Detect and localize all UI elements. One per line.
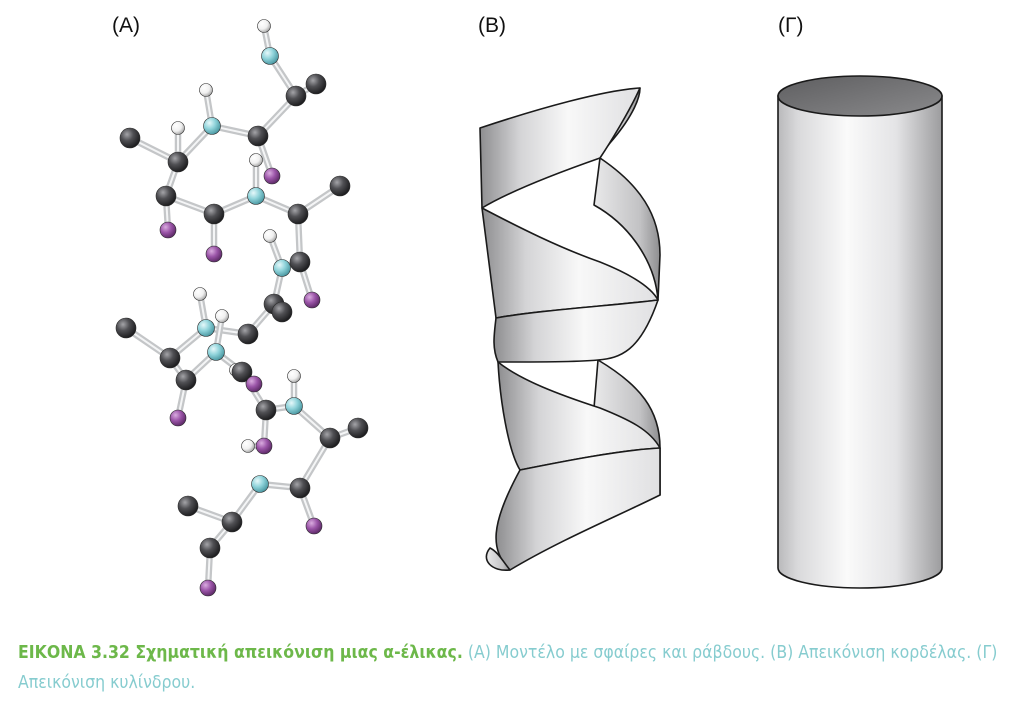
nitrogen-atom <box>203 117 221 135</box>
carbon-atom <box>289 477 311 499</box>
carbon-atom <box>237 323 259 345</box>
carbon-atom <box>271 301 293 323</box>
panel-label-a: (A) <box>112 14 140 37</box>
carbon-atom <box>167 151 189 173</box>
nitrogen-atom <box>207 343 225 361</box>
oxygen-atom <box>199 579 217 597</box>
carbon-atom <box>255 399 277 421</box>
nitrogen-atom <box>261 47 279 65</box>
carbon-atom <box>285 85 307 107</box>
cylinder-body <box>777 95 943 589</box>
caption-title: ΕΙΚΟΝΑ 3.32 Σχηματική απεικόνιση μιας α-… <box>18 643 463 663</box>
carbon-atom <box>159 347 181 369</box>
nitrogen-atom <box>247 187 265 205</box>
ribbon-helix <box>479 87 661 571</box>
panel-label-b: (B) <box>478 14 506 37</box>
ribbon-front-segment <box>493 299 659 363</box>
ball-and-stick-model <box>115 19 369 597</box>
carbon-atom <box>119 127 141 149</box>
figure-caption: ΕΙΚΟΝΑ 3.32 Σχηματική απεικόνιση μιας α-… <box>18 638 1008 698</box>
nitrogen-atom <box>273 259 291 277</box>
carbon-atom <box>289 251 311 273</box>
panel-label-c: (Γ) <box>778 14 804 37</box>
hydrogen-atom <box>199 83 213 97</box>
carbon-atom <box>247 125 269 147</box>
nitrogen-atom <box>285 397 303 415</box>
carbon-atom <box>347 417 369 439</box>
figure-canvas <box>115 19 943 597</box>
oxygen-atom <box>305 517 323 535</box>
carbon-atom <box>115 317 137 339</box>
hydrogen-atom <box>257 19 271 33</box>
oxygen-atom <box>255 437 273 455</box>
oxygen-atom <box>159 221 177 239</box>
hydrogen-atom <box>241 439 255 453</box>
ribbon-front-segment <box>495 447 661 571</box>
nitrogen-atom <box>251 475 269 493</box>
ribbon-front-segment <box>479 87 641 209</box>
hydrogen-atom <box>249 153 263 167</box>
hydrogen-atom <box>193 287 207 301</box>
carbon-atom <box>231 361 253 383</box>
hydrogen-atom <box>215 309 229 323</box>
carbon-atom <box>199 537 221 559</box>
carbon-atom <box>319 427 341 449</box>
cylinder <box>777 75 943 589</box>
hydrogen-atom <box>263 229 277 243</box>
cylinder-top <box>777 75 943 117</box>
carbon-atom <box>329 175 351 197</box>
hydrogen-atom <box>287 369 301 383</box>
oxygen-atom <box>169 409 187 427</box>
carbon-atom <box>305 73 327 95</box>
oxygen-atom <box>245 375 263 393</box>
ribbon-tail <box>485 547 511 571</box>
oxygen-atom <box>205 245 223 263</box>
oxygen-atom <box>303 291 321 309</box>
caption-text: (A) Μοντέλο με σφαίρες και ράβδους. (B) … <box>18 643 998 693</box>
hydrogen-atom <box>171 121 185 135</box>
carbon-atom <box>155 185 177 207</box>
carbon-atom <box>177 495 199 517</box>
carbon-atom <box>287 203 309 225</box>
carbon-atom <box>203 203 225 225</box>
oxygen-atom <box>263 167 281 185</box>
carbon-atom <box>221 511 243 533</box>
carbon-atom <box>175 369 197 391</box>
nitrogen-atom <box>197 319 215 337</box>
